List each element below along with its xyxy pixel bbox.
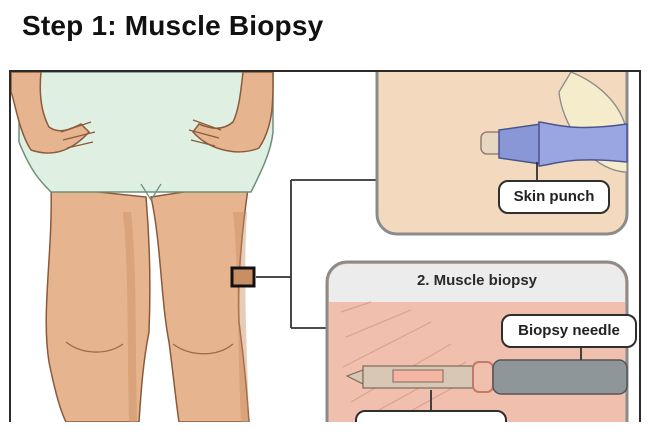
illustration-frame: Skin punch 2. Muscle biopsy Biopsy needl… bbox=[9, 70, 641, 422]
biopsy-needle-label: Biopsy needle bbox=[501, 314, 637, 348]
skin-punch-label: Skin punch bbox=[498, 180, 610, 214]
page-title: Step 1: Muscle Biopsy bbox=[22, 10, 324, 41]
muscle-biopsy-panel bbox=[325, 260, 629, 422]
panel2-title: 2. Muscle biopsy bbox=[416, 272, 538, 289]
connector-lines bbox=[256, 179, 377, 329]
bottom-callout bbox=[355, 410, 507, 422]
person-figure bbox=[11, 72, 274, 422]
biopsy-site-marker bbox=[230, 266, 256, 288]
biopsy-illustration bbox=[11, 72, 629, 422]
